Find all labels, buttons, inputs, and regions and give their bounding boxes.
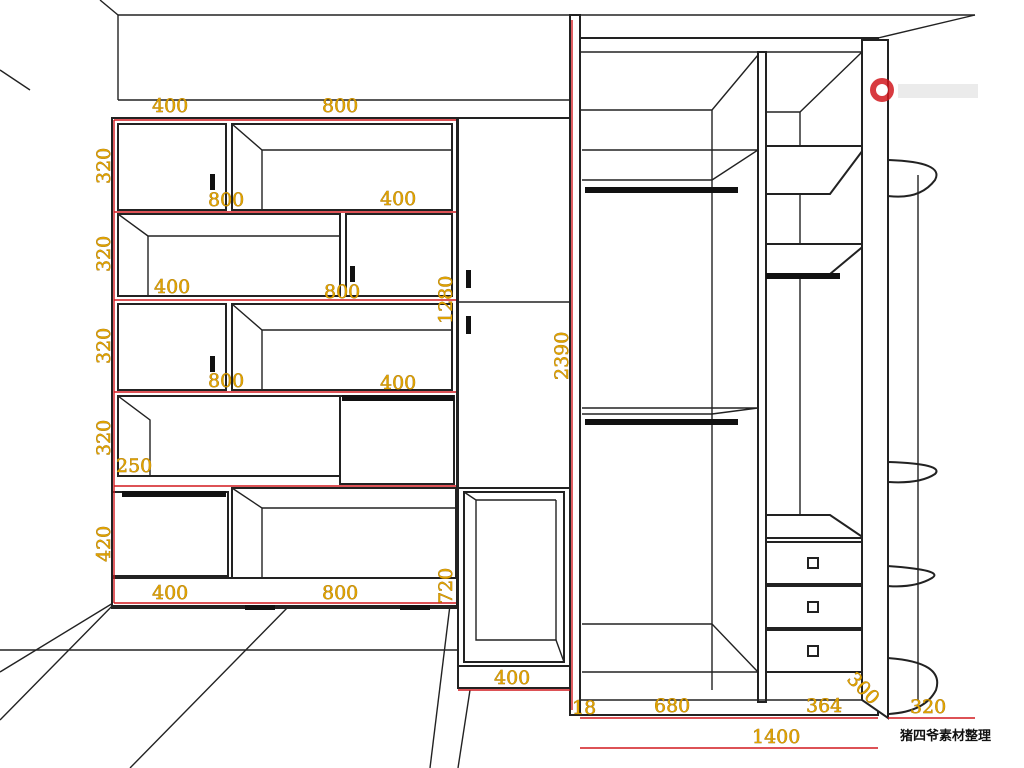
dim-wardrobe-680: 680 — [654, 695, 690, 717]
dim-row2-800: 800 — [324, 281, 360, 303]
dim-base-720: 720 — [435, 568, 457, 604]
dim-top-800: 800 — [322, 95, 358, 117]
dim-wardrobe-364: 364 — [806, 695, 842, 717]
dim-total-2390: 2390 — [551, 332, 573, 380]
dim-row4-250: 250 — [116, 455, 152, 477]
dim-wardrobe-18: 18 — [572, 697, 596, 719]
room-structure — [0, 0, 975, 768]
dim-row3-height: 320 — [93, 328, 115, 364]
watermark-logo — [870, 78, 978, 102]
wardrobe-unit — [569, 14, 976, 720]
dimension-lines — [113, 20, 975, 749]
dim-row3-400: 400 — [380, 372, 416, 394]
dim-bottom-height: 420 — [93, 526, 115, 562]
dim-row1-height: 320 — [93, 148, 115, 184]
dim-top-left-400: 400 — [152, 95, 188, 117]
watermark-caption: 猪四爷素材整理 — [899, 728, 991, 744]
middle-door-cabinet — [457, 117, 571, 689]
dim-row1-800: 800 — [208, 189, 244, 211]
dim-row4-height: 320 — [93, 420, 115, 456]
dim-wardrobe-total-1400: 1400 — [752, 726, 800, 748]
dim-row1-400: 400 — [380, 188, 416, 210]
dim-bottom-800: 800 — [322, 582, 358, 604]
dim-corner-320: 320 — [910, 696, 946, 718]
dim-door-1280: 1280 — [435, 276, 457, 324]
left-shelf-unit — [111, 117, 458, 610]
corner-rounded-shelves — [887, 158, 939, 716]
dim-niche-400: 400 — [494, 667, 530, 689]
dim-bottom-400: 400 — [152, 582, 188, 604]
dim-row2-400: 400 — [154, 276, 190, 298]
dim-row2-height: 320 — [93, 236, 115, 272]
dim-row3-800: 800 — [208, 370, 244, 392]
